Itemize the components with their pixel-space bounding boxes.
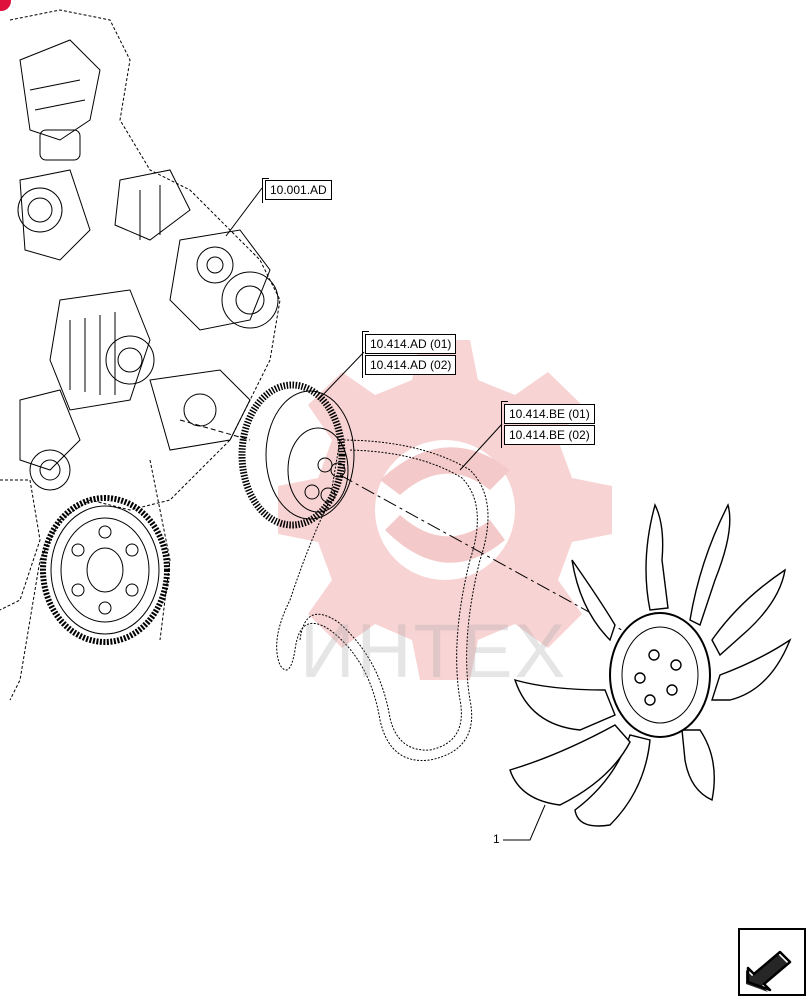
watermark-text: ИНТЕХ: [300, 609, 568, 694]
cooling-fan[interactable]: [509, 503, 792, 827]
callout-bracket: [501, 401, 508, 448]
callout-bracket: [362, 331, 369, 378]
callout-pulley-02[interactable]: 10.414.AD (02): [365, 355, 457, 375]
callout-belt-01[interactable]: 10.414.BE (01): [504, 404, 595, 424]
callout-belt-02[interactable]: 10.414.BE (02): [504, 425, 595, 445]
fan-drive-pulley: [179, 381, 355, 529]
corner-badge: [0, 0, 11, 11]
nav-back-button[interactable]: [738, 928, 806, 996]
callout-engine[interactable]: 10.001.AD: [265, 180, 332, 200]
arrow-down-left-icon: [746, 950, 792, 992]
crankshaft-pulley: [40, 495, 170, 645]
engine-block: [0, 9, 281, 701]
callout-bracket: [262, 178, 269, 203]
leader-lines: [225, 187, 546, 841]
drive-belt: [276, 439, 489, 761]
item-number: 1: [493, 832, 500, 846]
callout-pulley-01[interactable]: 10.414.AD (01): [365, 334, 457, 354]
